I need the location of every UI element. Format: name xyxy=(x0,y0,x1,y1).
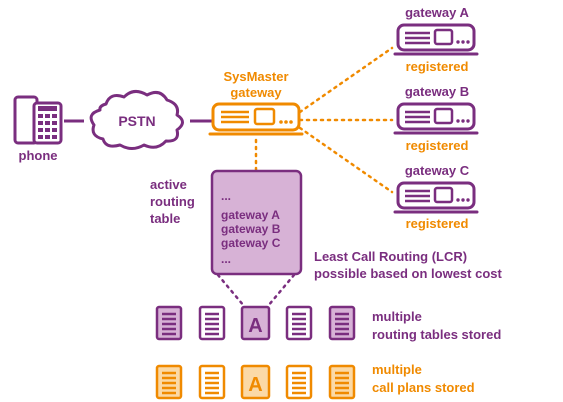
call-plans-label-1: multiple xyxy=(372,362,422,377)
gateway-a-status: registered xyxy=(406,59,469,74)
routing-entry: ... xyxy=(221,252,231,266)
call-plans-row xyxy=(155,364,356,400)
document-icon xyxy=(155,364,183,400)
document-icon xyxy=(198,305,226,341)
document-icon xyxy=(285,364,313,400)
routing-entry: gateway A xyxy=(221,208,280,222)
gateway-c-name: gateway C xyxy=(405,163,470,178)
routing-table-caption-3: table xyxy=(150,211,180,226)
sysmaster-gateway-icon xyxy=(208,102,304,136)
gateway-b-device-icon xyxy=(393,102,479,135)
document-icon xyxy=(240,364,271,400)
lcr-line-1: Least Call Routing (LCR) xyxy=(314,249,467,264)
phone-label: phone xyxy=(19,148,58,163)
gateway-a: gateway A registered xyxy=(393,5,479,74)
document-icon xyxy=(328,305,356,341)
cloud-icon xyxy=(89,90,184,150)
document-icon xyxy=(198,364,226,400)
table-to-stored-left xyxy=(216,273,246,308)
document-icon xyxy=(328,364,356,400)
sysmaster-gateway-c-link xyxy=(298,126,394,194)
gateway-c-status: registered xyxy=(406,216,469,231)
routing-entry: gateway C xyxy=(221,236,281,250)
sysmaster-gateway-a-link xyxy=(298,46,394,114)
routing-table-caption-2: routing xyxy=(150,194,195,209)
routing-entry: ... xyxy=(221,189,231,203)
call-plans-featured-letter: A xyxy=(248,374,262,396)
document-icon xyxy=(240,305,271,341)
gateway-c-device-icon xyxy=(393,181,479,214)
routing-tables-label-1: multiple xyxy=(372,309,422,324)
gateway-b: gateway B registered xyxy=(393,84,479,153)
connectors xyxy=(64,46,394,308)
document-icon xyxy=(285,305,313,341)
routing-tables-featured-letter: A xyxy=(248,315,262,337)
call-plans-label-2: call plans stored xyxy=(372,380,475,395)
gateway-c: gateway C registered xyxy=(393,163,479,231)
lcr-line-2: possible based on lowest cost xyxy=(314,266,502,281)
gateway-a-name: gateway A xyxy=(405,5,469,20)
gateway-b-status: registered xyxy=(406,138,469,153)
routing-entry: gateway B xyxy=(221,222,281,236)
gateway-b-name: gateway B xyxy=(405,84,469,99)
routing-tables-label-2: routing tables stored xyxy=(372,327,501,342)
routing-table-caption-1: active xyxy=(150,177,187,192)
pstn-label: PSTN xyxy=(118,113,155,129)
sysmaster-subtitle: gateway xyxy=(230,85,282,100)
document-icon xyxy=(155,305,183,341)
sysmaster-title: SysMaster xyxy=(223,69,288,84)
active-routing-table xyxy=(210,169,303,276)
desk-phone-icon xyxy=(13,95,63,145)
routing-tables-row xyxy=(155,305,356,341)
table-to-stored-right xyxy=(266,273,296,308)
gateway-a-device-icon xyxy=(393,23,479,56)
